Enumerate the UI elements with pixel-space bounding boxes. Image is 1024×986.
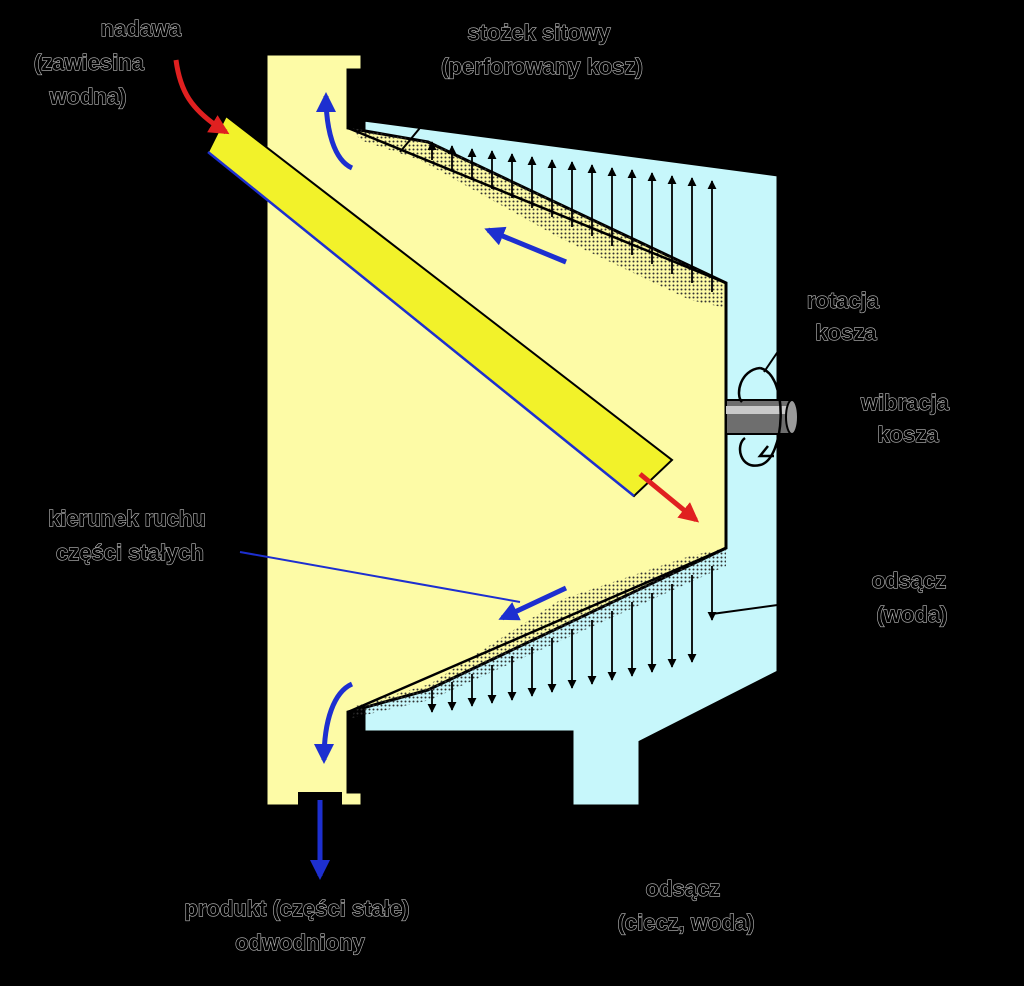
product-outlet	[298, 792, 342, 806]
product-label: produkt (części stałe) odwodniony	[184, 896, 415, 955]
solids-direction-label: kierunek ruchu części stałych	[48, 506, 212, 565]
rotation-label: rotacja kosza	[807, 288, 885, 345]
rotation-icon	[737, 366, 782, 467]
feed-label: nadawa (zawiesina wodna)	[34, 16, 188, 109]
sieve-upper-line	[347, 126, 727, 285]
sieve-cone-label: stożek sitowy (perforowany kosz)	[441, 20, 643, 79]
filtrate-out-label: odsącz (ciecz, woda)	[618, 876, 755, 935]
vibration-label: wibracja kosza	[860, 390, 955, 447]
filtrate-side-leader	[711, 593, 859, 615]
solids-flow-arrow-bottom	[314, 681, 354, 764]
feed-out-arrow	[638, 472, 700, 523]
solids-flow-arrow-lower	[498, 585, 568, 621]
sieve-cake-upper	[352, 128, 726, 308]
solids-flow-arrow-top	[316, 92, 354, 171]
feed-pipe	[206, 114, 674, 498]
solids-direction-leader	[239, 551, 521, 603]
filtrate-arrows-down	[427, 566, 717, 713]
sieve-lower-line	[347, 546, 727, 714]
sieve-cake-lower	[352, 548, 726, 718]
feed-in-arrow	[173, 59, 230, 135]
filtrate-side-label: odsącz (woda)	[872, 568, 953, 627]
rotation-leader	[763, 321, 799, 373]
drive-shaft	[725, 399, 799, 435]
filtrate-arrows-up	[427, 141, 717, 292]
sieve-cone-leader	[399, 81, 459, 153]
solids-flow-arrow-upper	[484, 226, 567, 265]
